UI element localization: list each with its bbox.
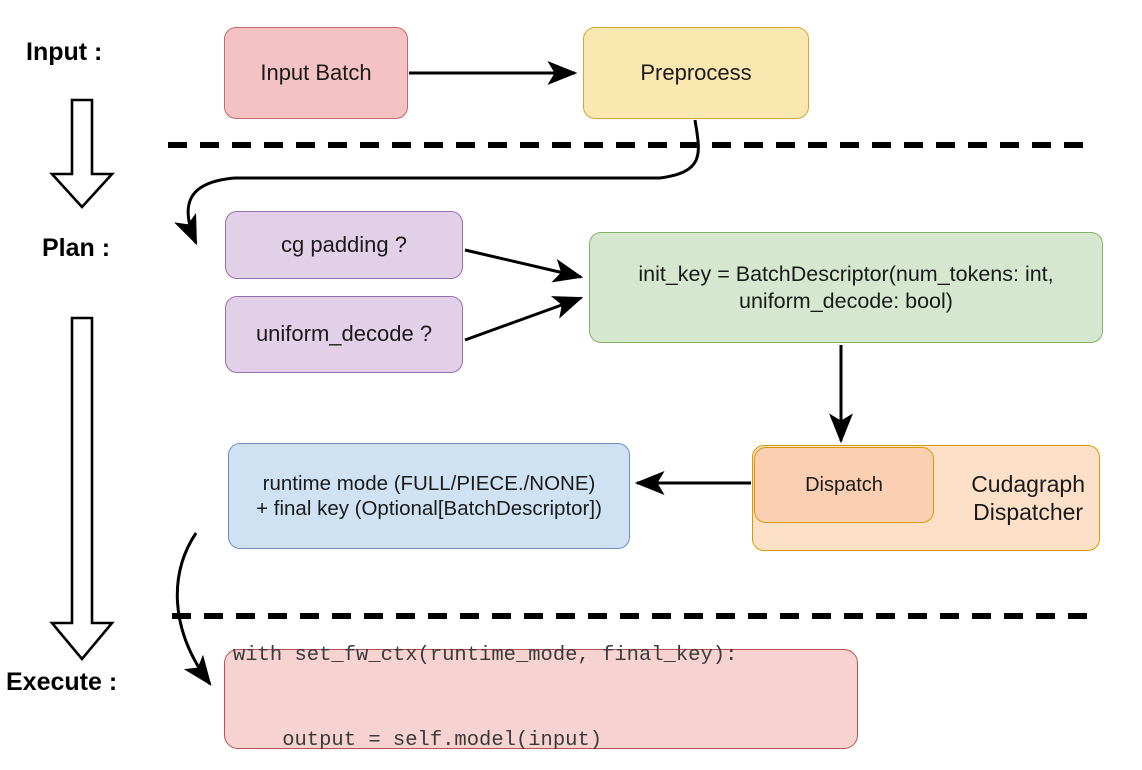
stage-label-input: Input :	[26, 38, 103, 66]
node-cudagraph-dispatcher-line2: Dispatcher	[973, 499, 1084, 525]
node-cg-padding-label: cg padding ?	[281, 231, 407, 257]
node-runtime-mode-line2: + final key (Optional[BatchDescriptor])	[256, 497, 602, 520]
input-to-plan-arrow	[49, 98, 115, 209]
node-code-block[interactable]: with set_fw_ctx(runtime_mode, final_key)…	[224, 644, 858, 752]
node-init-key-line1: init_key = BatchDescriptor(num_tokens: i…	[638, 262, 1054, 287]
node-input-batch[interactable]: Input Batch	[224, 27, 408, 119]
code-line-2: output = self.model(input)	[233, 729, 603, 753]
node-cg-padding[interactable]: cg padding ?	[225, 211, 463, 279]
node-code-block-text: with set_fw_ctx(runtime_mode, final_key)…	[233, 586, 737, 770]
edge-runtime-mode-to-code-block	[175, 532, 212, 686]
code-line-1: with set_fw_ctx(runtime_mode, final_key)…	[233, 644, 738, 668]
node-preprocess-label: Preprocess	[640, 59, 752, 85]
node-init-key-text: init_key = BatchDescriptor(num_tokens: i…	[638, 261, 1053, 313]
node-dispatch[interactable]: Dispatch	[754, 447, 934, 523]
plan-to-execute-arrow	[49, 316, 115, 662]
edge-uniform-decode-to-init-key	[464, 296, 584, 342]
node-preprocess[interactable]: Preprocess	[583, 27, 809, 119]
node-input-batch-label: Input Batch	[260, 59, 372, 85]
node-uniform-decode[interactable]: uniform_decode ?	[225, 296, 463, 373]
node-runtime-mode[interactable]: runtime mode (FULL/PIECE./NONE) + final …	[228, 443, 630, 549]
node-uniform-decode-label: uniform_decode ?	[255, 321, 433, 347]
stage-label-plan: Plan :	[42, 234, 111, 262]
node-runtime-mode-line1: runtime mode (FULL/PIECE./NONE)	[262, 472, 596, 495]
node-dispatch-label: Dispatch	[805, 473, 883, 496]
edge-cg-padding-to-init-key	[464, 248, 584, 283]
stage-label-execute: Execute :	[6, 668, 118, 696]
node-runtime-mode-text: runtime mode (FULL/PIECE./NONE) + final …	[256, 471, 602, 521]
node-cudagraph-dispatcher-text: Cudagraph Dispatcher	[971, 470, 1085, 526]
node-init-key-line2: uniform_decode: bool)	[739, 288, 953, 313]
node-init-key[interactable]: init_key = BatchDescriptor(num_tokens: i…	[589, 232, 1103, 343]
node-cudagraph-dispatcher-line1: Cudagraph	[971, 470, 1085, 497]
